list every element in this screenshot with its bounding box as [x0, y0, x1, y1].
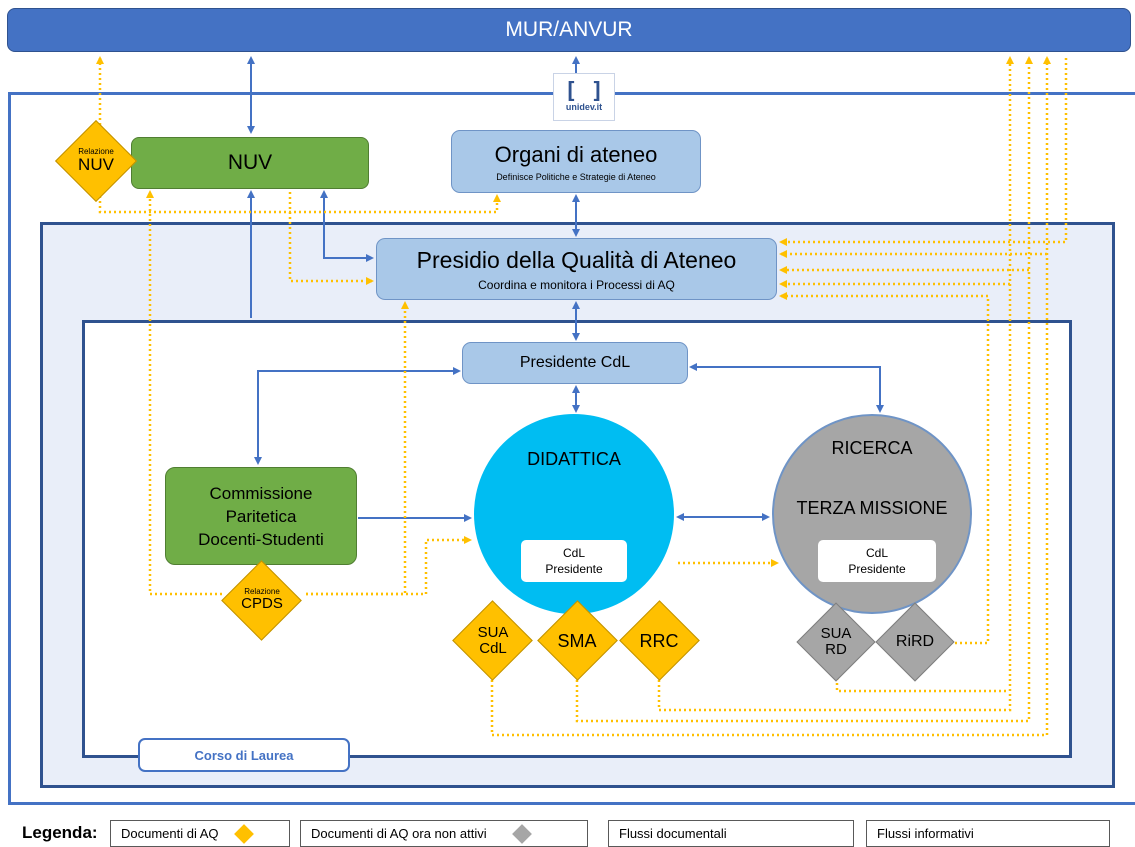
presidio-qualita-box: Presidio della Qualità di Ateneo Coordin… — [376, 238, 777, 300]
commissione-paritetica-box: Commissione Paritetica Docenti-Studenti — [165, 467, 357, 565]
doc-flow-sua-rd — [835, 678, 1007, 693]
doc-flow-sma — [575, 56, 1033, 723]
info-flow-nuv-presidio — [320, 190, 374, 262]
legend-label-flussi-documentali: Flussi documentali — [619, 826, 727, 841]
legend-title: Legenda: — [22, 823, 98, 842]
relazione-nuv-label: Relazione NUV — [78, 146, 114, 175]
presidio-title: Presidio della Qualità di Ateneo — [416, 246, 737, 273]
doc-flow-rrc — [657, 56, 1014, 712]
didattica-cdl-line-2: Presidente — [545, 562, 603, 576]
legend-item-flussi-documentali: Flussi documentali — [608, 820, 854, 847]
doc-flow-rird-presidio — [779, 292, 990, 645]
legend-item-documenti-non-attivi: Documenti di AQ ora non attivi — [300, 820, 588, 847]
mur-anvur-bar: MUR/ANVUR — [7, 8, 1131, 52]
yellow-diamond-icon — [233, 823, 254, 844]
gray-diamond-icon — [511, 823, 532, 844]
doc-flow-nuv-presidio — [288, 192, 374, 285]
legend-item-documenti-aq: Documenti di AQ — [110, 820, 290, 847]
presidio-subtitle: Coordina e monitora i Processi di AQ — [478, 277, 675, 292]
ricerca-cdl-box: CdL Presidente — [818, 540, 936, 582]
ricerca-circle: RICERCA TERZA MISSIONE CdL Presidente — [772, 414, 972, 614]
organi-title: Organi di ateneo — [494, 141, 658, 167]
organi-ateneo-box: Organi di ateneo Definisce Politiche e S… — [451, 130, 701, 193]
didattica-cdl-box: CdL Presidente — [521, 540, 627, 582]
relazione-cpds-label: Relazione CPDS — [241, 586, 283, 613]
legend-item-flussi-informativi: Flussi informativi — [866, 820, 1110, 847]
presidente-cdl-box: Presidente CdL — [462, 342, 688, 384]
didattica-cdl-line-1: CdL — [562, 546, 585, 560]
doc-flow-cpds-nuv — [146, 190, 222, 596]
sma-label: SMA — [557, 630, 597, 651]
ricerca-cdl-line-2: Presidente — [848, 562, 906, 576]
organi-subtitle: Definisce Politiche e Strategie di Atene… — [496, 171, 656, 182]
legend-label-documenti-non-attivi: Documenti di AQ ora non attivi — [311, 826, 487, 841]
corso-di-laurea-tab: Corso di Laurea — [138, 738, 350, 772]
terza-missione-title: TERZA MISSIONE — [796, 498, 948, 518]
logo-text: unidev.it — [565, 102, 603, 112]
sua-rd-label: SUA RD — [820, 625, 852, 658]
doc-flow-mur-presidio-1 — [779, 58, 1068, 246]
info-flow-presidente-cpds — [254, 367, 461, 465]
logo-mark-icon: [ ] — [564, 79, 604, 104]
cpds-line-3: Docenti-Studenti — [198, 529, 324, 549]
nuv-box: NUV — [131, 137, 369, 189]
info-flow-presidente-ricerca — [689, 363, 884, 413]
ricerca-cdl-line-1: CdL — [865, 546, 888, 560]
ricerca-title: RICERCA — [831, 438, 913, 458]
rrc-label: RRC — [639, 630, 679, 651]
sua-cdl-label: SUA CdL — [477, 624, 509, 657]
legend-label-documenti-aq: Documenti di AQ — [121, 826, 219, 841]
doc-flow-cpds-didattica — [306, 536, 472, 596]
cpds-line-2: Paritetica — [225, 506, 297, 526]
rird-label: RiRD — [895, 632, 935, 650]
legend-label-flussi-informativi: Flussi informativi — [877, 826, 974, 841]
didattica-title: DIDATTICA — [527, 449, 621, 469]
cpds-line-1: Commissione — [209, 483, 313, 503]
doc-flow-relazione-nuv-organi — [98, 194, 501, 214]
unidev-logo: [ ] unidev.it — [553, 73, 615, 121]
didattica-circle: DIDATTICA CdL Presidente — [474, 414, 674, 614]
